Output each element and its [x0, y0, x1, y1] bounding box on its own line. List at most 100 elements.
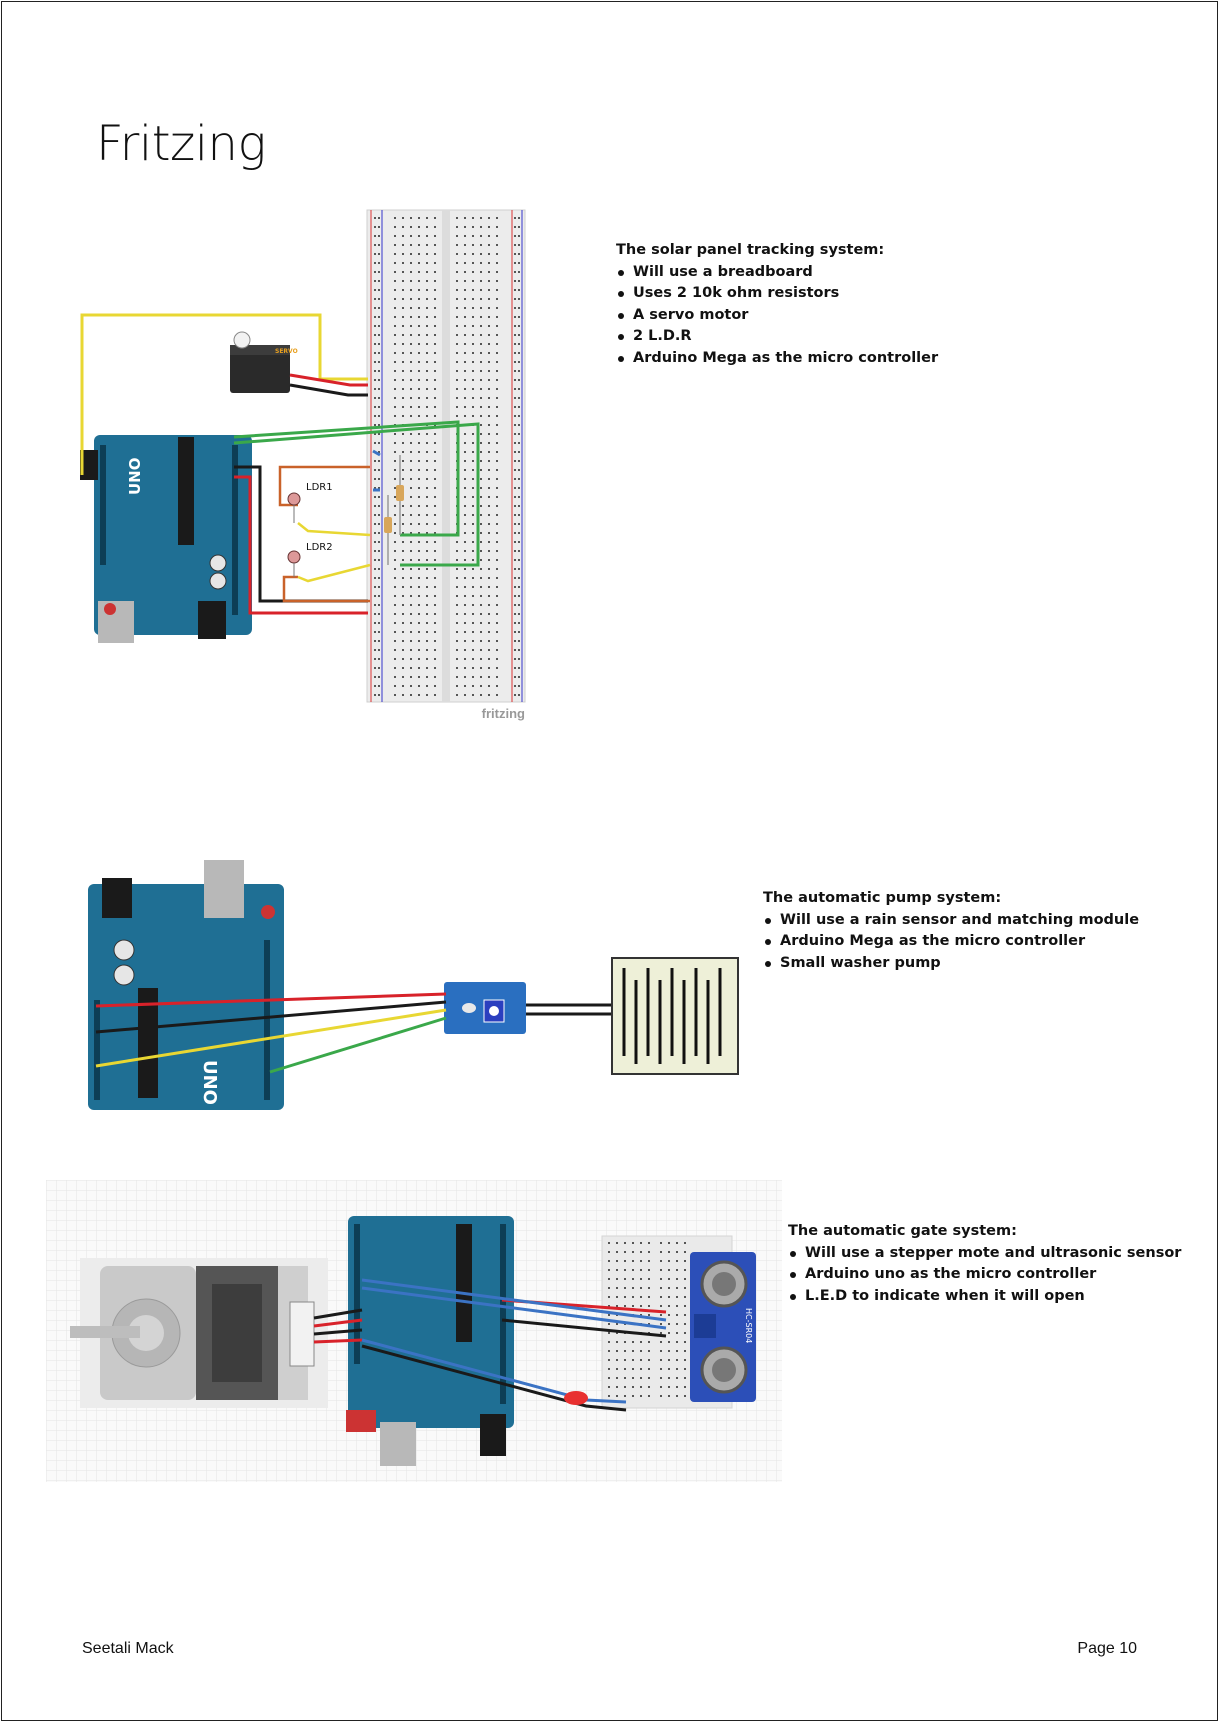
breadboard-hole: [394, 289, 396, 291]
breadboard-hole: [648, 1395, 650, 1397]
breadboard-hole: [456, 316, 458, 318]
breadboard-hole: [410, 532, 412, 534]
breadboard-hole: [684, 1377, 686, 1379]
breadboard-hole: [480, 559, 482, 561]
breadboard-hole: [434, 244, 436, 246]
resistor-1: [396, 455, 404, 535]
breadboard-hole: [456, 271, 458, 273]
fritzing-watermark: fritzing: [482, 706, 525, 721]
breadboard-hole: [624, 1395, 626, 1397]
breadboard-hole: [378, 487, 380, 489]
breadboard-hole: [632, 1296, 634, 1298]
breadboard-hole: [518, 253, 520, 255]
breadboard-hole: [374, 595, 376, 597]
breadboard-hole: [488, 325, 490, 327]
breadboard-hole: [456, 550, 458, 552]
breadboard-hole: [394, 550, 396, 552]
breadboard-hole: [668, 1296, 670, 1298]
red-wire: [95, 992, 447, 1008]
breadboard-hole: [394, 280, 396, 282]
breadboard-hole: [496, 415, 498, 417]
breadboard-hole: [434, 397, 436, 399]
solar-bullet: Uses 2 10k ohm resistors: [616, 283, 938, 305]
breadboard-hole: [518, 424, 520, 426]
breadboard-hole: [394, 262, 396, 264]
breadboard-hole: [426, 613, 428, 615]
breadboard-hole: [514, 388, 516, 390]
breadboard-hole: [640, 1269, 642, 1271]
breadboard-hole: [488, 640, 490, 642]
breadboard-hole: [456, 406, 458, 408]
breadboard-hole: [426, 640, 428, 642]
breadboard-hole: [456, 334, 458, 336]
breadboard-hole: [410, 469, 412, 471]
breadboard-hole: [488, 496, 490, 498]
breadboard-hole: [480, 280, 482, 282]
breadboard-hole: [514, 343, 516, 345]
breadboard-hole: [402, 694, 404, 696]
servo-label: SERVO: [275, 348, 298, 355]
breadboard-hole: [402, 514, 404, 516]
breadboard-hole: [480, 514, 482, 516]
breadboard-hole: [472, 487, 474, 489]
breadboard-hole: [608, 1278, 610, 1280]
stepper-wire-black-2: [313, 1328, 363, 1336]
breadboard-hole: [394, 667, 396, 669]
breadboard-hole: [472, 523, 474, 525]
breadboard-hole: [374, 685, 376, 687]
breadboard-hole: [496, 604, 498, 606]
breadboard-hole: [514, 694, 516, 696]
breadboard-hole: [676, 1377, 678, 1379]
breadboard-hole: [640, 1386, 642, 1388]
breadboard-hole: [488, 361, 490, 363]
breadboard-hole: [426, 334, 428, 336]
breadboard-hole: [518, 487, 520, 489]
breadboard-hole: [518, 550, 520, 552]
breadboard-hole: [514, 235, 516, 237]
breadboard-hole: [418, 433, 420, 435]
breadboard-hole: [394, 451, 396, 453]
breadboard-hole: [668, 1332, 670, 1334]
breadboard-hole: [632, 1242, 634, 1244]
breadboard-hole: [514, 586, 516, 588]
breadboard-hole: [480, 631, 482, 633]
breadboard-hole: [378, 559, 380, 561]
breadboard-hole: [456, 604, 458, 606]
breadboard-hole: [514, 649, 516, 651]
breadboard-hole: [434, 262, 436, 264]
breadboard-hole: [518, 334, 520, 336]
breadboard-hole: [434, 253, 436, 255]
arduino-uno-board: UNO: [88, 860, 284, 1110]
breadboard-hole: [374, 586, 376, 588]
breadboard-hole: [456, 235, 458, 237]
breadboard-hole: [378, 451, 380, 453]
breadboard-hole: [402, 370, 404, 372]
breadboard-hole: [402, 523, 404, 525]
breadboard-hole: [624, 1251, 626, 1253]
ldr2-label: LDR2: [306, 542, 333, 553]
breadboard-hole: [402, 406, 404, 408]
stepper-wire-black: [313, 1308, 363, 1320]
breadboard-hole: [496, 541, 498, 543]
breadboard-hole: [464, 532, 466, 534]
stepper-wire-red-2: [313, 1338, 363, 1344]
breadboard-hole: [410, 442, 412, 444]
breadboard-hole: [378, 577, 380, 579]
breadboard-hole: [410, 388, 412, 390]
breadboard-hole: [434, 658, 436, 660]
breadboard-hole: [480, 568, 482, 570]
breadboard-hole: [434, 334, 436, 336]
breadboard-hole: [676, 1332, 678, 1334]
breadboard-hole: [464, 649, 466, 651]
breadboard-hole: [496, 451, 498, 453]
breadboard-hole: [496, 559, 498, 561]
ultrasonic-sensor: HC-SR04: [690, 1252, 756, 1402]
breadboard-hole: [518, 379, 520, 381]
breadboard-hole: [514, 595, 516, 597]
breadboard-hole: [480, 577, 482, 579]
breadboard-hole: [518, 280, 520, 282]
breadboard-hole: [684, 1305, 686, 1307]
breadboard-hole: [426, 226, 428, 228]
footer-author: Seetali Mack: [82, 1640, 174, 1657]
breadboard-hole: [518, 667, 520, 669]
